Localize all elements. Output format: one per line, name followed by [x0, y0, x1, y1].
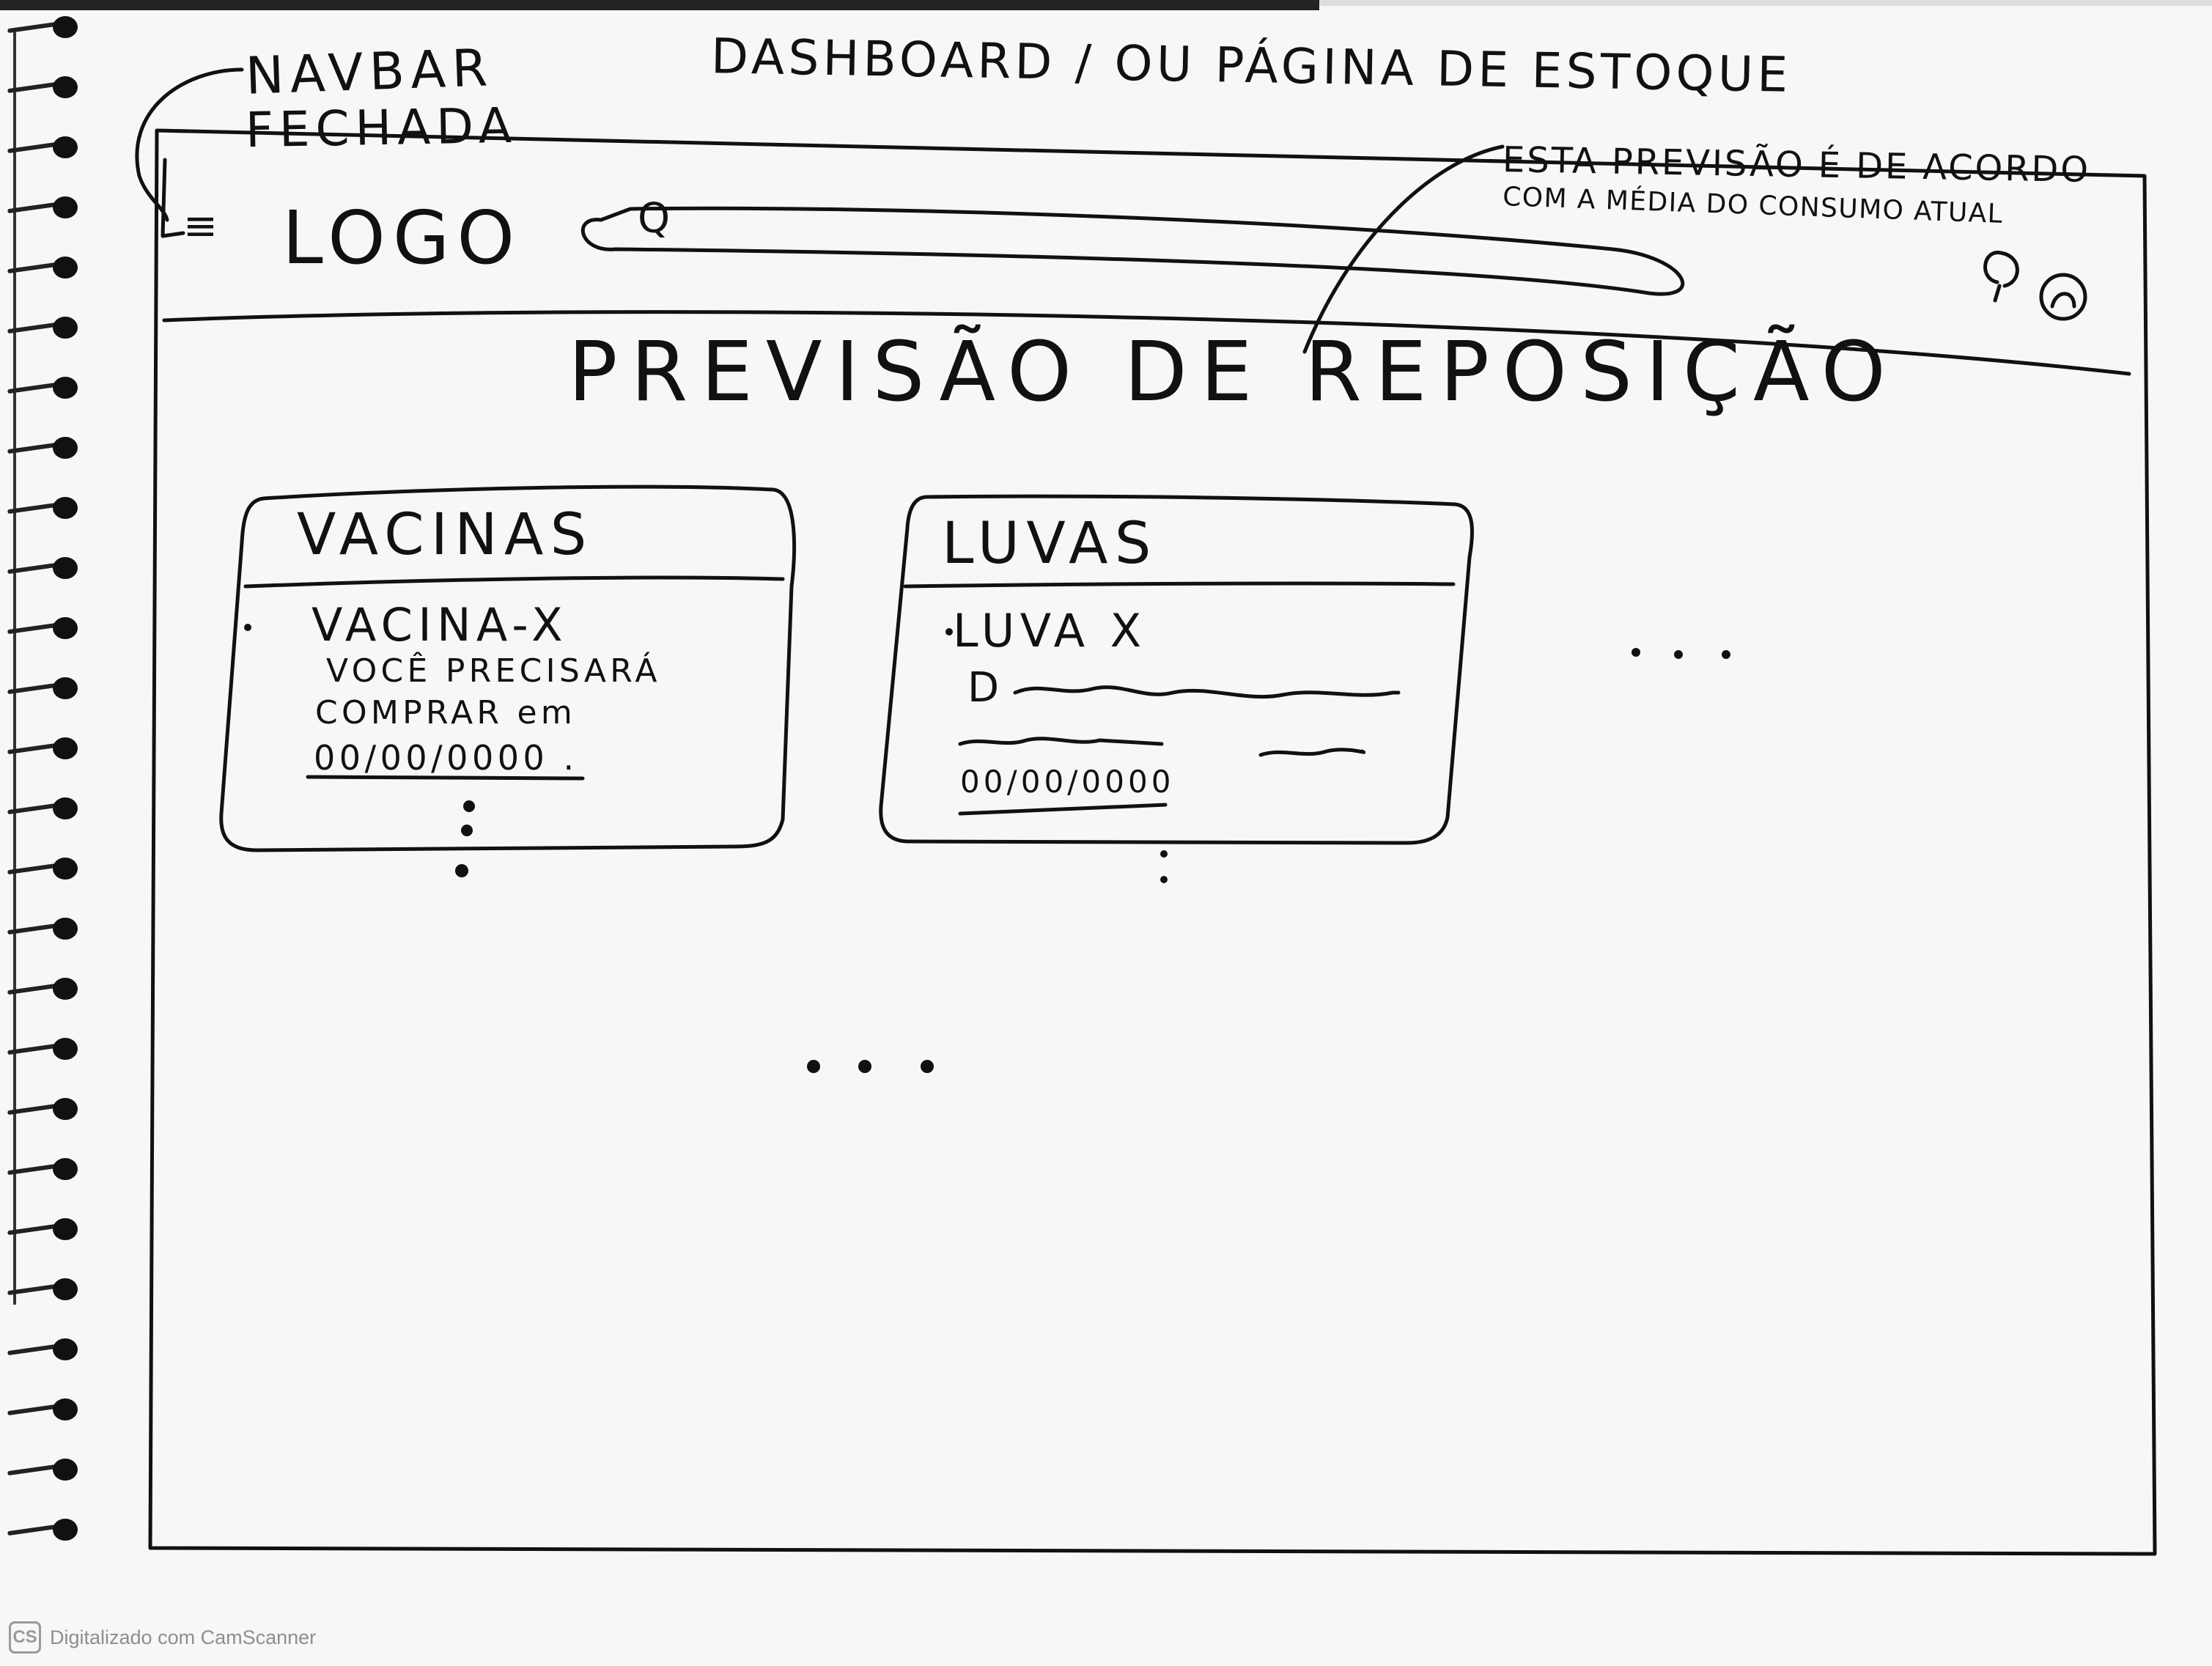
spiral-ring — [7, 556, 81, 580]
navbar-annotation-arrow — [135, 67, 244, 222]
card-item: VACINA-X — [311, 598, 569, 652]
spiral-ring — [7, 916, 81, 941]
spiral-ring — [7, 1457, 81, 1482]
spiral-ring — [7, 796, 81, 821]
camscanner-text: Digitalizado com CamScanner — [50, 1626, 317, 1648]
card-vacinas-divider — [243, 575, 785, 589]
date-underline — [958, 803, 1168, 816]
notification-button[interactable] — [1979, 249, 2023, 301]
card-date: 00/00/0000 — [960, 764, 1175, 800]
spiral-ring — [7, 1096, 81, 1121]
spiral-ring — [7, 1036, 81, 1061]
spiral-ring — [7, 195, 81, 220]
navbar-divider — [162, 310, 2131, 376]
card-title: LUVAS — [942, 511, 1158, 577]
bell-icon-sketch — [1983, 251, 2019, 303]
navbar-note-line2: FECHADA — [245, 97, 518, 159]
navbar-annotation-bracket — [161, 158, 185, 238]
spiral-ring — [7, 15, 81, 40]
camscanner-logo: CS — [9, 1621, 41, 1654]
spiral-ring — [7, 736, 81, 761]
placeholder-squiggle — [1258, 748, 1366, 757]
spiral-ring — [7, 1397, 81, 1422]
forecast-note-line1: ESTA PREVISÃO É DE ACORDO — [1502, 139, 2091, 191]
page-top-edge-light — [1319, 0, 2212, 6]
card-date: 00/00/0000 . — [314, 738, 578, 778]
spiral-ring — [7, 976, 81, 1001]
placeholder-squiggle — [958, 737, 1164, 746]
page-heading: PREVISÃO DE REPOSIÇÃO — [568, 325, 1899, 420]
search-bar-outline — [580, 206, 1685, 296]
card-vacinas-outline — [219, 484, 796, 852]
spiral-ring — [7, 1217, 81, 1242]
more-cards-indicator — [1631, 638, 1733, 667]
card-luvas-divider — [903, 581, 1456, 589]
hamburger-menu-icon[interactable]: ≡ — [183, 202, 218, 250]
page-top-edge — [0, 0, 1319, 10]
navbar-note-line1: NAVBAR — [244, 37, 495, 106]
spiral-ring — [7, 495, 81, 520]
avatar-button[interactable] — [2041, 275, 2085, 319]
spiral-binding — [0, 15, 103, 1591]
search-input[interactable] — [616, 209, 1642, 268]
date-underline — [306, 775, 585, 781]
page-frame-outline — [148, 128, 2157, 1556]
card-luvas-outline — [879, 494, 1474, 845]
search-icon[interactable]: Q — [638, 195, 675, 243]
card-text-line2: COMPRAR em — [315, 694, 577, 731]
spiral-ring — [7, 375, 81, 400]
spiral-ring — [7, 856, 81, 881]
binding-line — [13, 29, 16, 1305]
forecast-annotation-arrow — [1302, 144, 1505, 354]
spiral-ring — [7, 1157, 81, 1182]
card-text-line1: VOCÊ PRECISARÁ — [326, 652, 661, 690]
spiral-ring — [7, 315, 81, 340]
placeholder-squiggle — [1013, 685, 1401, 699]
spiral-ring — [7, 75, 81, 100]
spiral-ring — [7, 676, 81, 701]
more-content-indicator — [806, 1055, 938, 1085]
card-text-line1: D — [967, 664, 1004, 712]
avatar-icon-sketch — [2039, 273, 2087, 321]
card-item: LUVA X — [953, 604, 1147, 657]
spiral-ring — [7, 435, 81, 460]
spiral-ring — [7, 255, 81, 280]
spiral-ring — [7, 616, 81, 641]
spiral-ring — [7, 1517, 81, 1542]
card-title: VACINAS — [297, 502, 594, 568]
spiral-ring — [7, 135, 81, 160]
spiral-ring — [7, 1277, 81, 1302]
spiral-ring — [7, 1337, 81, 1362]
logo[interactable]: LOGO — [282, 195, 523, 281]
scanner-watermark: CS Digitalizado com CamScanner — [9, 1621, 316, 1654]
